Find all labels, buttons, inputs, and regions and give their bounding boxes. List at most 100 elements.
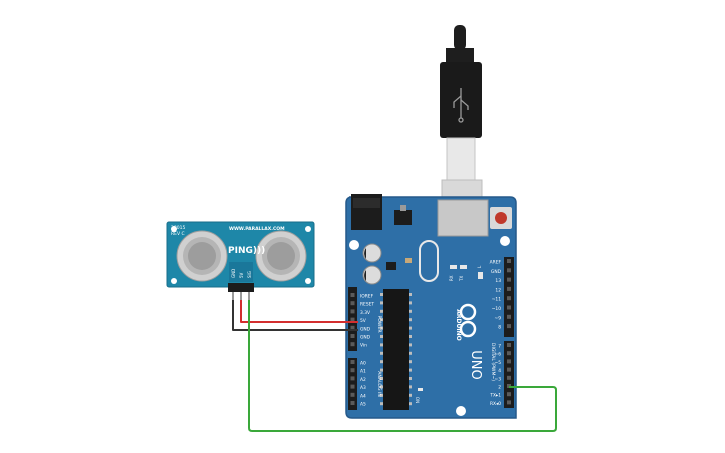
digital-pin-label: 12 [495, 287, 501, 293]
header-pin-hole[interactable] [350, 384, 355, 389]
chip-pin [380, 385, 383, 389]
arduino-model: UNO [468, 350, 483, 379]
digital-pin-label: 13 [495, 278, 501, 284]
sensor-part-number: 28015 [171, 225, 185, 231]
sensor-pin-label-gnd: GND [231, 269, 236, 278]
arduino-brand: ARDUINO [455, 309, 462, 340]
power-pin-label: Vin [360, 343, 367, 349]
header-pin-hole[interactable] [507, 268, 511, 273]
digital-pin-label: ~9 [495, 315, 502, 321]
chip-pin [409, 326, 412, 330]
header-pin-hole[interactable] [350, 376, 355, 381]
digital-pin-label: RX◂0 [490, 401, 501, 407]
header-pin-hole[interactable] [507, 286, 511, 291]
header-pin-hole[interactable] [350, 317, 355, 322]
header-pin-hole[interactable] [350, 342, 355, 347]
capacitor [362, 243, 382, 263]
header-pin-hole[interactable] [507, 259, 511, 263]
power-pin-label: GND [360, 335, 371, 341]
header-pin-hole[interactable] [350, 392, 355, 397]
chip-pin [409, 360, 412, 364]
led-label-tx: TX [459, 276, 464, 282]
sensor-pin-label-sig: SIG [247, 271, 252, 278]
chip-pin [380, 326, 383, 330]
sensor-brand: PING))) [228, 246, 265, 256]
analog-header [348, 358, 357, 410]
analog-pin-label: A3 [360, 385, 366, 391]
wire-gnd[interactable] [232, 300, 358, 331]
header-pin-hole[interactable] [507, 343, 511, 347]
ping-ultrasonic-sensor[interactable]: 28015 REV C WWW.PARALLAX.COM PING))) GND… [166, 221, 315, 300]
wire-5v[interactable] [240, 300, 358, 323]
header-pin-hole[interactable] [507, 351, 511, 356]
header-pin-hole[interactable] [507, 359, 511, 364]
header-pin-hole[interactable] [507, 324, 511, 329]
chip-pin [409, 293, 412, 296]
chip-pin [409, 351, 412, 355]
analog-pin-label: A1 [360, 369, 366, 375]
header-pin-hole[interactable] [350, 360, 355, 364]
chip-pin [380, 293, 383, 296]
digital-pin-label: GND [491, 269, 502, 275]
digital-pin-label: ~6 [495, 352, 502, 358]
chip-pin [409, 385, 412, 389]
chip-pin [380, 309, 383, 313]
analog-pin-label: A2 [360, 377, 366, 383]
header-pin-hole[interactable] [350, 368, 355, 373]
chip-pin [409, 309, 412, 313]
chip-pin [380, 335, 383, 338]
usb-cable[interactable] [440, 25, 483, 215]
header-pin-hole[interactable] [507, 305, 511, 310]
sensor-url: WWW.PARALLAX.COM [229, 226, 285, 232]
power-pin-label: 3.3V [360, 310, 370, 316]
power-pin-label: IOREF [360, 294, 374, 300]
mounting-hole [349, 240, 359, 250]
chip-pin [380, 301, 383, 305]
power-header-title: POWER [376, 315, 382, 333]
header-pin-hole[interactable] [507, 314, 511, 319]
digital-pin-label: 7 [498, 344, 501, 350]
header-pin-hole[interactable] [507, 400, 511, 405]
usb-b-jack [437, 199, 489, 237]
chip-pin [380, 360, 383, 364]
wire-sig[interactable] [248, 300, 557, 432]
header-pin-hole[interactable] [350, 301, 355, 306]
analog-pin-label: A5 [360, 402, 366, 408]
chip-pin [380, 368, 383, 372]
analog-pin-label: A0 [360, 361, 366, 367]
arduino-uno-board[interactable]: RX TX L ARDUINO UNO ON POWER ANALOG IN D… [345, 194, 517, 419]
voltage-regulator [394, 210, 412, 225]
header-pin-hole[interactable] [350, 334, 355, 338]
chip-pin [409, 301, 412, 305]
header-pin-hole[interactable] [350, 309, 355, 314]
sensor-pin-label-5v: 5V [239, 272, 244, 278]
analog-pin-label: A4 [360, 393, 366, 399]
header-pin-hole[interactable] [350, 401, 355, 405]
header-pin-hole[interactable] [350, 293, 355, 297]
header-pin-hole[interactable] [507, 375, 511, 380]
digital-pin-label: AREF [490, 260, 502, 266]
header-pin-hole[interactable] [507, 392, 511, 397]
header-pin-hole[interactable] [350, 325, 355, 330]
atmega-chip [383, 289, 409, 410]
chip-pin [409, 335, 412, 338]
on-label: ON [415, 397, 420, 403]
digital-header-low [504, 341, 514, 408]
crystal-oscillator [419, 240, 439, 282]
header-pin-hole[interactable] [507, 277, 511, 282]
led-label-rx: RX [449, 275, 454, 281]
chip-pin [409, 318, 412, 322]
chip-pin [380, 343, 383, 347]
chip-pin [409, 377, 412, 380]
chip-pin [380, 393, 383, 397]
led-label-l: L [477, 265, 482, 268]
sensor-revision: REV C [171, 231, 185, 237]
digital-pin-label: 4 [498, 368, 501, 374]
header-pin-hole[interactable] [507, 367, 511, 372]
digital-pin-label: TX▸1 [489, 393, 501, 399]
header-pin-hole[interactable] [507, 296, 511, 301]
chip-pin [409, 368, 412, 372]
chip-pin [380, 377, 383, 380]
digital-pin-label: ~10 [492, 306, 501, 312]
chip-pin [409, 402, 412, 406]
